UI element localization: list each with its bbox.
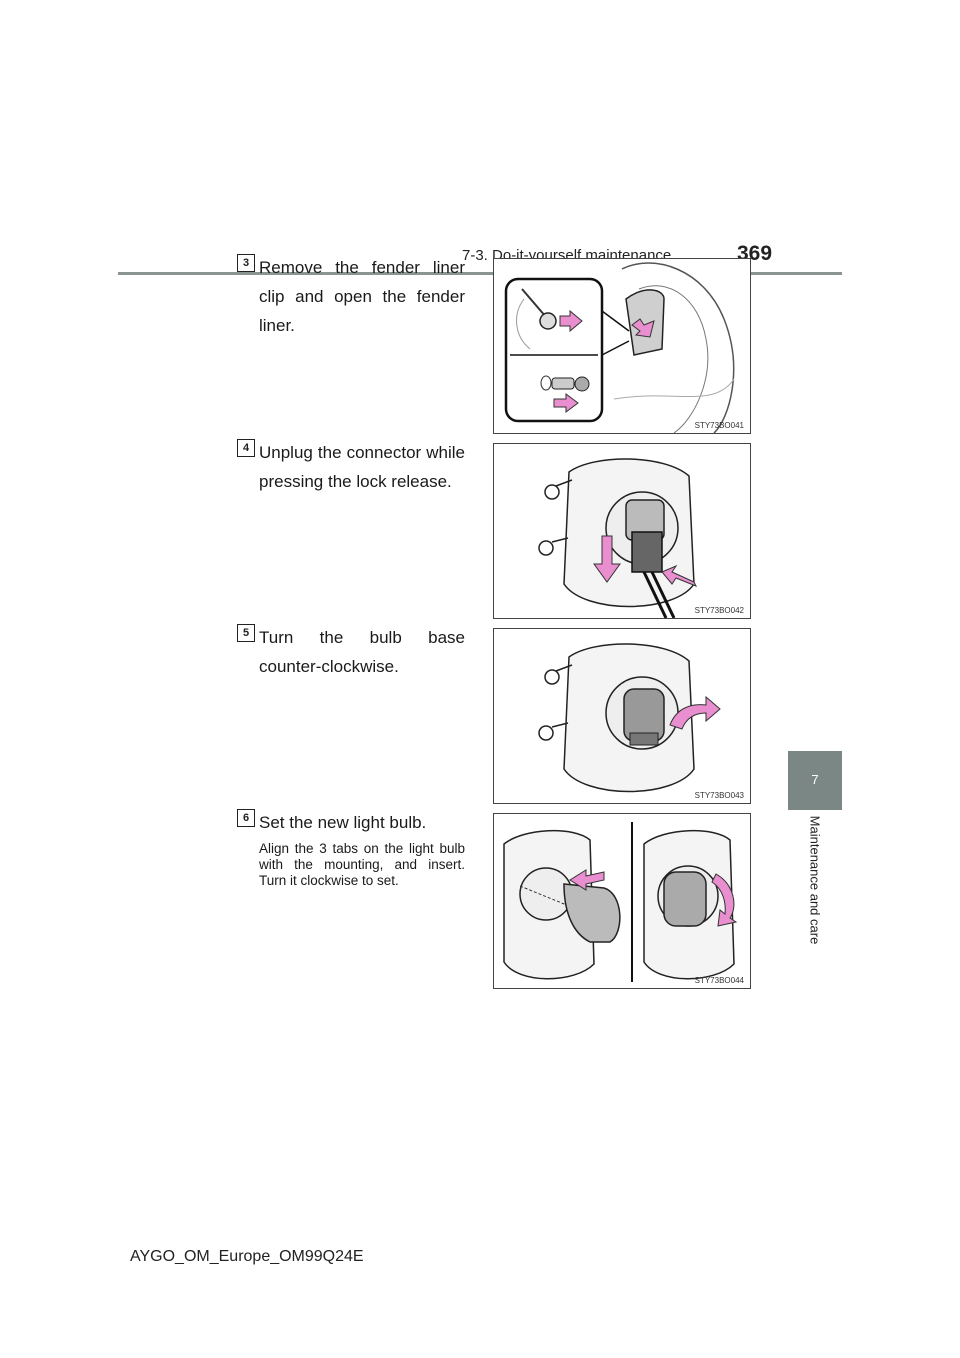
figure-unplug-connector: STY73BO042 xyxy=(493,443,751,619)
figure-fender-liner-clip: STY73BO041 xyxy=(493,258,751,434)
manual-code: AYGO_OM_Europe_OM99Q24E xyxy=(130,1248,364,1265)
step-5-text: Turn the bulb base counter-clockwise. xyxy=(259,628,465,676)
bulb-base-illustration xyxy=(538,643,721,793)
chapter-tab[interactable]: 7 xyxy=(788,751,842,810)
fender-liner-illustration xyxy=(504,262,735,433)
figure-turn-bulb-base: STY73BO043 xyxy=(493,628,751,804)
figure-code: STY73BO042 xyxy=(694,606,744,615)
step-number-6: 6 xyxy=(237,809,255,827)
figure-code: STY73BO043 xyxy=(694,791,744,800)
figure-code: STY73BO044 xyxy=(694,976,744,985)
figure-code: STY73BO041 xyxy=(694,421,744,430)
step-number-4: 4 xyxy=(237,439,255,457)
headlamp-connector-illustration xyxy=(538,458,698,618)
chapter-number: 7 xyxy=(811,772,819,787)
step-number-3: 3 xyxy=(237,254,255,272)
header-divider xyxy=(118,272,842,275)
step-number-5: 5 xyxy=(237,624,255,642)
figure-set-new-bulb: STY73BO044 xyxy=(493,813,751,989)
chapter-label: Maintenance and care xyxy=(807,815,823,945)
step-3-text: Remove the fender liner clip and open th… xyxy=(259,258,465,335)
step-4-text: Unplug the connector while pressing the … xyxy=(259,443,465,491)
step-6-note: Align the 3 tabs on the light bulb with … xyxy=(259,841,465,888)
step-6-text: Set the new light bulb. xyxy=(259,813,427,832)
set-bulb-illustration xyxy=(503,822,738,982)
